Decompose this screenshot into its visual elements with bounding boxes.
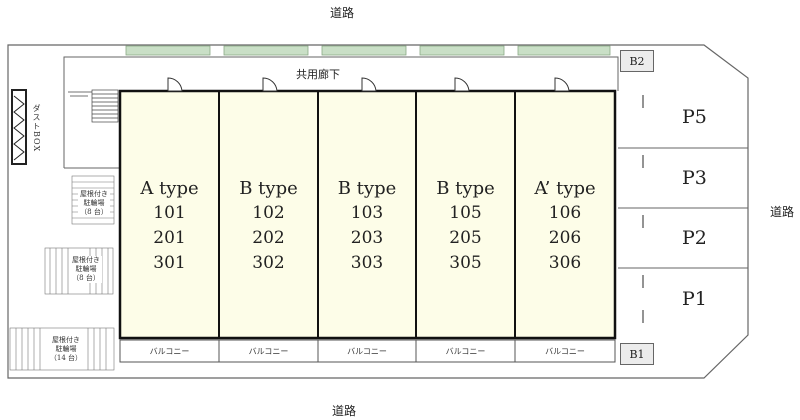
unit-type-label: B type xyxy=(337,178,397,199)
unit-type-label: A’ type xyxy=(534,178,596,199)
room-number: 103 xyxy=(350,203,384,223)
parking-lines xyxy=(618,147,748,269)
balcony-label: バルコニー xyxy=(149,347,190,356)
room-number: 306 xyxy=(548,253,582,273)
room-number: 102 xyxy=(252,203,285,223)
bike-area-line: 屋根付き xyxy=(80,190,108,198)
balcony-label: バルコニー xyxy=(545,347,585,356)
bike-area-label: 屋根付き 駐輪場 （8 台） xyxy=(78,190,110,217)
door-swings xyxy=(167,77,570,92)
road-label-right: 道路 xyxy=(770,205,795,219)
parking-space-p2[interactable]: P2 xyxy=(682,227,707,249)
dust-box-label: ダストBOX xyxy=(32,104,41,153)
unit-type-label: A type xyxy=(140,178,199,199)
unit-b2[interactable]: B type 103 203 303 xyxy=(318,176,416,276)
unit-type-label: B type xyxy=(239,178,298,199)
bike-area-line: （8 台） xyxy=(72,274,100,282)
bike-area-line: （8 台） xyxy=(80,208,108,216)
bike-area-label: 屋根付き 駐輪場 （8 台） xyxy=(70,256,102,283)
bike-area-line: 駐輪場 xyxy=(55,345,77,353)
bike-area-line: 駐輪場 xyxy=(75,265,97,273)
unit-b3[interactable]: B type 105 205 305 xyxy=(416,176,515,276)
road-label-bottom: 道路 xyxy=(332,404,357,418)
staircase xyxy=(68,89,119,123)
bike-area-line: 屋根付き xyxy=(52,336,80,344)
room-number: 205 xyxy=(449,228,482,248)
road-label-top: 道路 xyxy=(330,6,355,20)
balcony-label: バルコニー xyxy=(347,347,387,356)
room-number: 201 xyxy=(153,228,186,248)
room-number: 101 xyxy=(153,203,186,223)
room-number: 302 xyxy=(252,253,285,273)
room-number: 206 xyxy=(548,228,582,248)
bike-parking-b1[interactable]: B1 xyxy=(620,343,654,365)
parking-space-p5[interactable]: P5 xyxy=(682,106,707,128)
room-number: 105 xyxy=(449,203,482,223)
dust-box-shape xyxy=(11,89,27,165)
balcony-label: バルコニー xyxy=(445,347,486,356)
balcony-label: バルコニー xyxy=(248,347,289,356)
bike-area-line: 屋根付き xyxy=(72,256,100,264)
bike-area-line: 駐輪場 xyxy=(83,199,105,207)
planters xyxy=(125,45,611,56)
parking-space-p3[interactable]: P3 xyxy=(682,167,707,189)
bike-area-line: （14 台） xyxy=(49,354,83,362)
unit-type-label: B type xyxy=(436,178,495,199)
corridor-outline xyxy=(63,56,619,168)
units-block xyxy=(118,89,617,340)
unit-a[interactable]: A type 101 201 301 xyxy=(120,176,219,276)
parking-space-p1[interactable]: P1 xyxy=(682,288,707,310)
bike-area-label: 屋根付き 駐輪場 （14 台） xyxy=(48,336,84,363)
room-number: 303 xyxy=(350,253,384,273)
unit-a-prime[interactable]: A’ type 106 206 306 xyxy=(515,176,615,276)
room-number: 301 xyxy=(153,253,186,273)
room-number: 202 xyxy=(252,228,285,248)
room-number: 203 xyxy=(350,228,384,248)
balconies xyxy=(119,339,616,363)
unit-b1[interactable]: B type 102 202 302 xyxy=(219,176,318,276)
unit-dividers xyxy=(218,91,516,338)
bike-parking-b2[interactable]: B2 xyxy=(620,50,654,72)
room-number: 305 xyxy=(449,253,482,273)
room-number: 106 xyxy=(548,203,582,223)
corridor-label: 共用廊下 xyxy=(296,68,340,81)
